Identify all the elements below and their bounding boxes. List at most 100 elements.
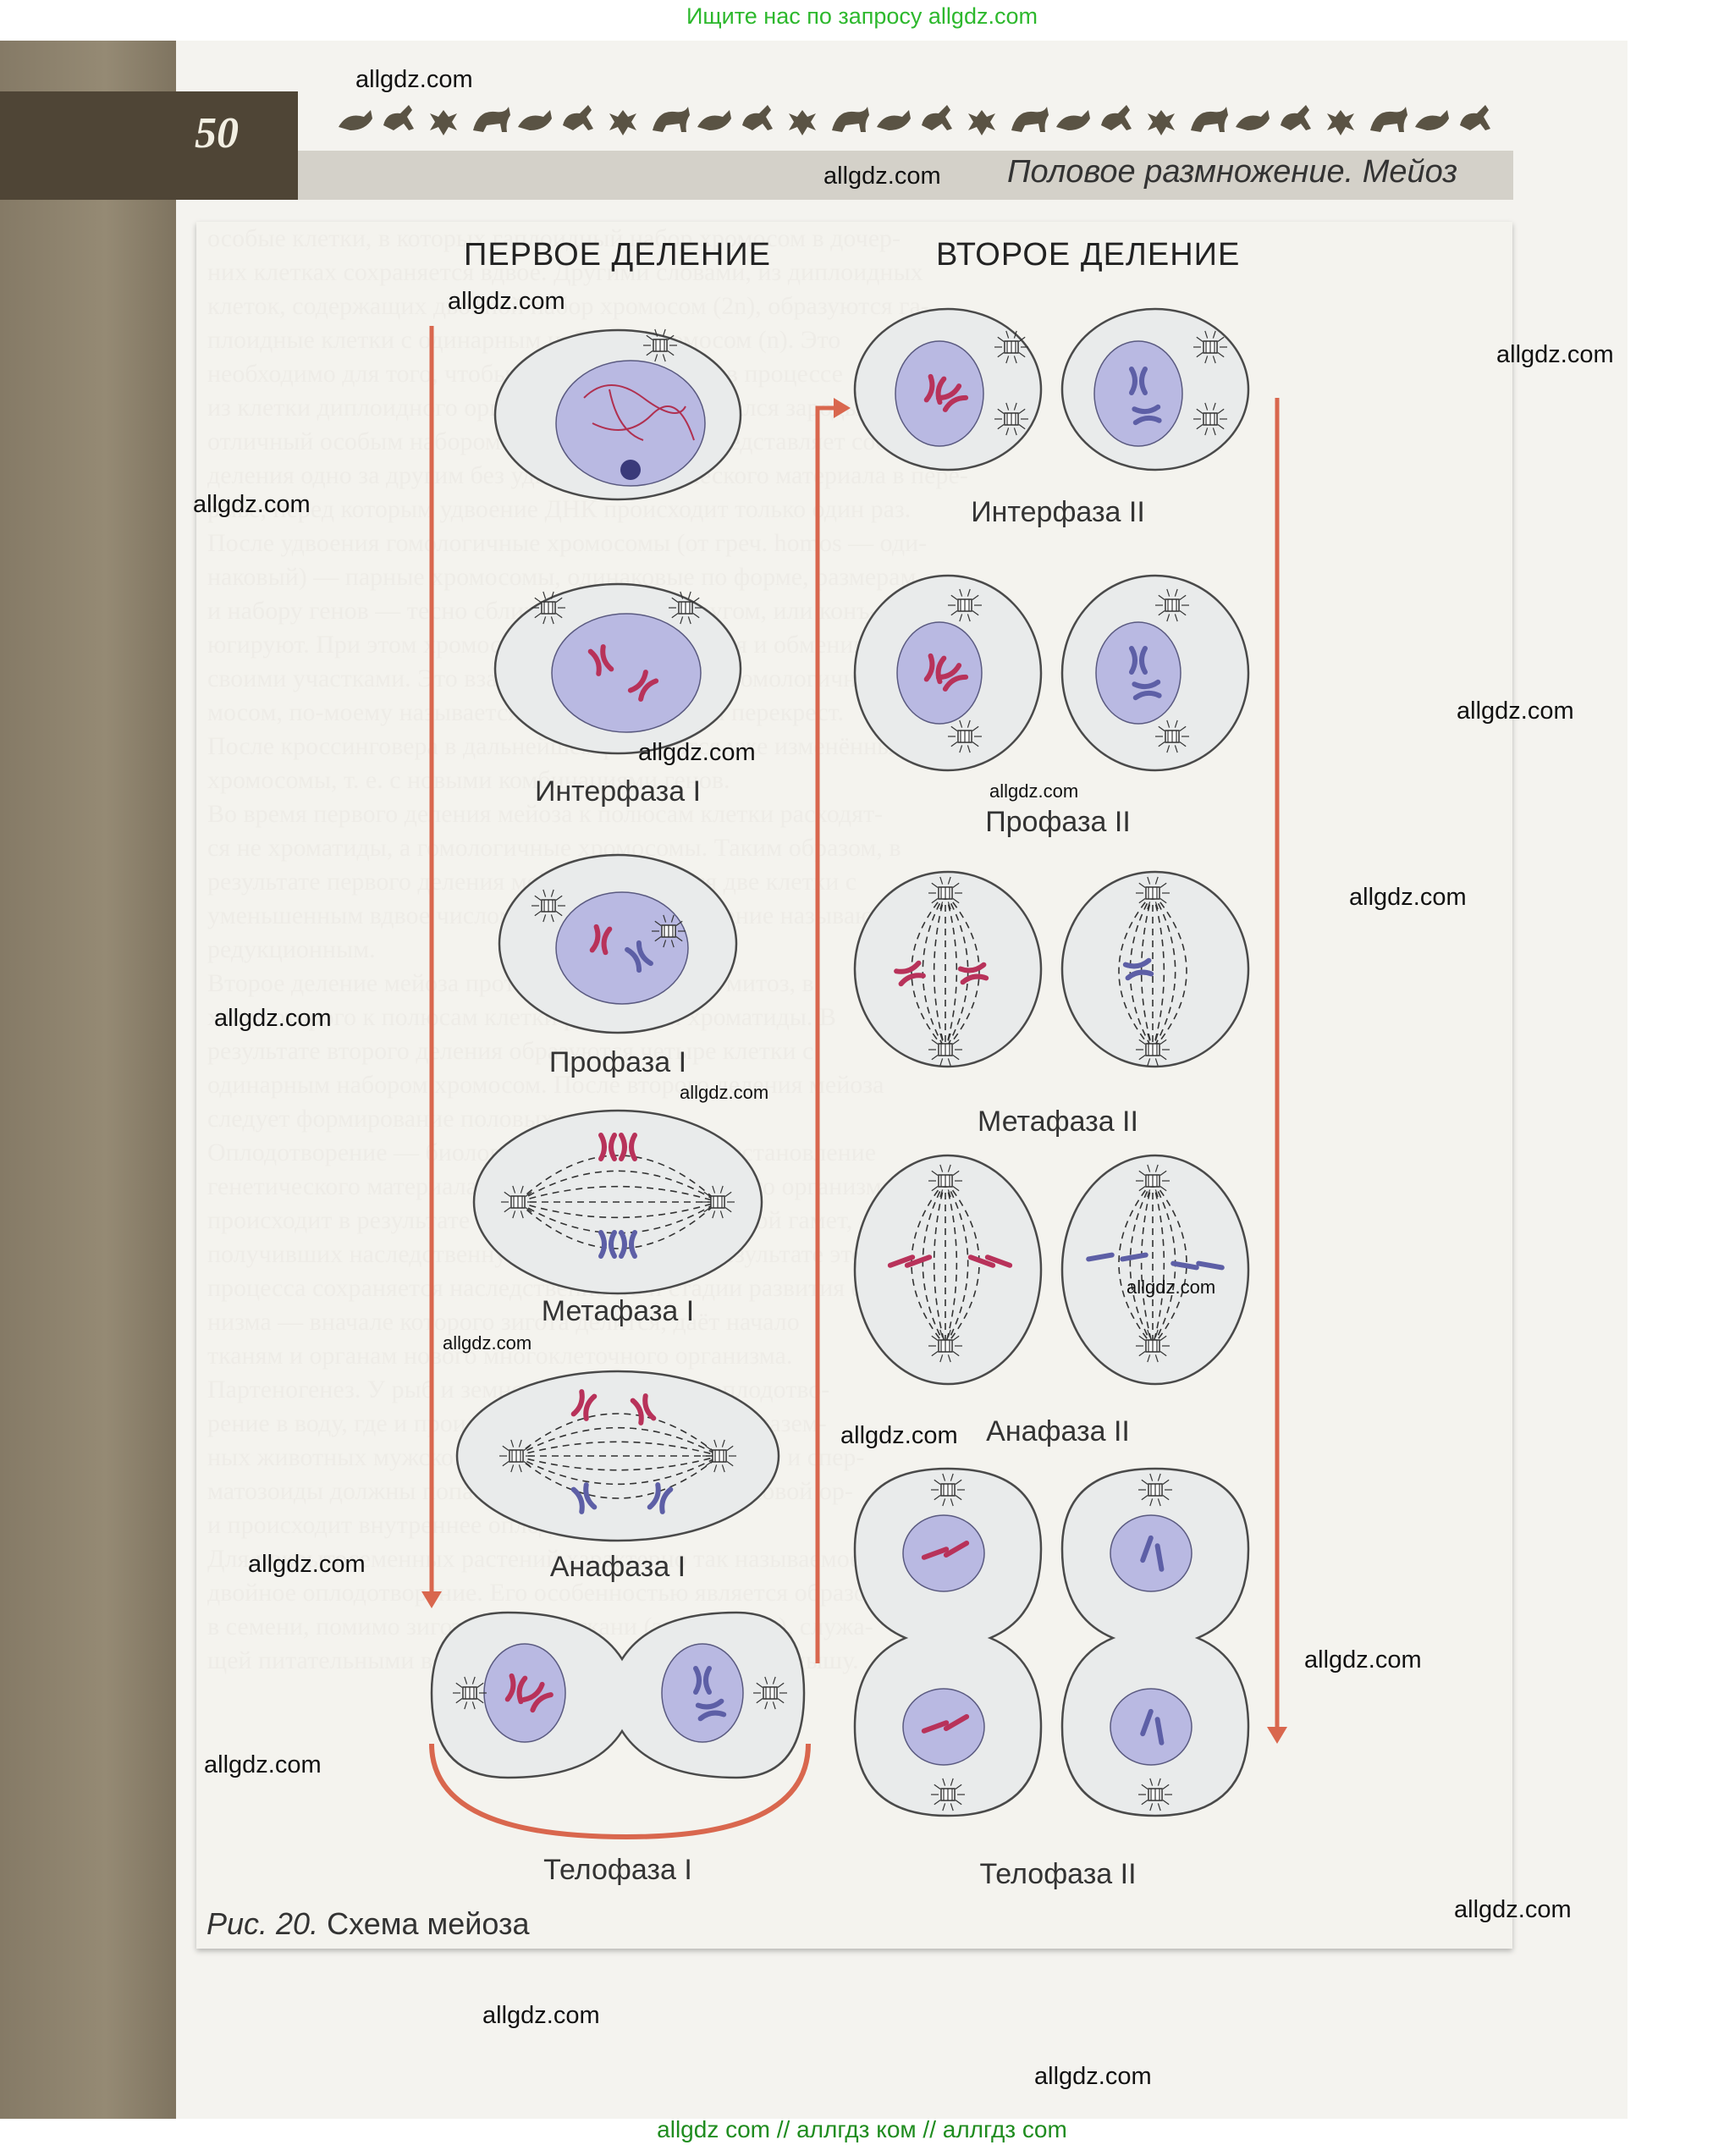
chromatid-stroke bbox=[1170, 1260, 1199, 1271]
aster-ray bbox=[1166, 745, 1170, 753]
aster-ray bbox=[712, 1210, 716, 1219]
chromatid-stroke bbox=[1140, 1535, 1154, 1563]
aster-ray bbox=[1159, 1185, 1167, 1192]
aster-ray bbox=[952, 1335, 960, 1342]
aster-ray bbox=[512, 1210, 516, 1219]
spindle-fiber bbox=[517, 1201, 719, 1249]
aster-ray bbox=[520, 1210, 524, 1219]
chromosome bbox=[619, 1230, 637, 1259]
chromatid-stroke bbox=[887, 1254, 916, 1268]
chromatid bbox=[1139, 646, 1148, 675]
chromatid bbox=[942, 394, 969, 412]
aster-ray bbox=[1005, 356, 1010, 364]
aster-ray bbox=[523, 1460, 531, 1467]
aster-ray bbox=[703, 1191, 711, 1198]
footer-banner: allgdz com // аллгдз ком // аллгдз com bbox=[657, 2116, 1067, 2142]
aster-ray bbox=[1158, 594, 1165, 601]
chromatid bbox=[619, 1133, 627, 1161]
spindle-fiber bbox=[1152, 1180, 1187, 1347]
aster-ray bbox=[1154, 1033, 1159, 1041]
aster-ray bbox=[952, 1185, 960, 1192]
chromosome bbox=[589, 924, 613, 956]
aster-ray bbox=[1147, 902, 1151, 910]
watermark: allgdz.com bbox=[1034, 2063, 1152, 2090]
aster-ray bbox=[476, 1682, 484, 1689]
label-anaphase-1: Анафаза I bbox=[549, 1551, 686, 1583]
watermark: allgdz.com bbox=[448, 288, 565, 315]
aster-ray bbox=[1149, 1778, 1154, 1786]
arrow-head bbox=[1267, 1727, 1287, 1744]
aster-ray bbox=[555, 597, 563, 604]
aster-ray bbox=[1138, 1185, 1146, 1192]
aster-ray bbox=[502, 1445, 509, 1452]
aster-ray bbox=[705, 1445, 713, 1452]
chromosome bbox=[627, 670, 659, 702]
chromatid bbox=[967, 1254, 996, 1268]
aster-ray bbox=[1159, 1335, 1167, 1342]
animal-silhouette bbox=[1056, 110, 1090, 130]
animal-silhouette bbox=[339, 110, 372, 130]
cells-anaphase-2 bbox=[853, 1154, 1250, 1386]
animal-silhouette bbox=[1101, 105, 1132, 130]
aster-ray bbox=[543, 914, 547, 923]
chromatid bbox=[587, 648, 602, 676]
aster-ray bbox=[931, 1054, 939, 1061]
chromatid bbox=[1140, 1708, 1154, 1737]
aster-ray bbox=[939, 1058, 944, 1067]
chromatid bbox=[570, 1486, 585, 1514]
chromosome bbox=[587, 644, 614, 676]
nucleus bbox=[483, 1643, 566, 1743]
aster-ray bbox=[939, 902, 944, 910]
aster-ray bbox=[1212, 330, 1216, 339]
spindle-fiber bbox=[911, 1180, 946, 1347]
chromatid bbox=[1086, 1252, 1115, 1262]
aster-ray bbox=[464, 1701, 468, 1710]
aster-ray bbox=[1138, 1039, 1146, 1045]
aster-ray bbox=[764, 1676, 768, 1685]
chromatid bbox=[598, 1133, 607, 1161]
chromatid bbox=[1132, 690, 1162, 701]
watermark: allgdz.com bbox=[1457, 698, 1574, 725]
cell-anaphase-1 bbox=[455, 1370, 780, 1542]
aster-ray bbox=[947, 902, 951, 910]
aster-ray bbox=[1147, 1189, 1151, 1198]
aster-ray bbox=[955, 1799, 962, 1806]
aster-ray bbox=[1196, 408, 1203, 415]
aster-ray bbox=[663, 914, 667, 923]
aster-ray bbox=[942, 1803, 946, 1811]
chromatid bbox=[935, 663, 962, 681]
page-number: 50 bbox=[195, 109, 239, 157]
aster-ray bbox=[1158, 725, 1165, 732]
chromatid-stroke bbox=[1154, 1717, 1165, 1745]
flow-arrow-to-second-division bbox=[815, 405, 834, 1663]
aster-ray bbox=[1166, 614, 1170, 622]
spindle-fiber bbox=[1118, 1180, 1154, 1347]
aster-ray bbox=[534, 612, 542, 619]
aster-ray bbox=[1149, 1803, 1154, 1811]
chromatid bbox=[647, 1482, 661, 1510]
aster-ray bbox=[555, 910, 563, 917]
aster-ray bbox=[1204, 402, 1209, 411]
aster-ray bbox=[1013, 402, 1017, 411]
animal-silhouette bbox=[1415, 110, 1449, 130]
aster-ray bbox=[687, 591, 691, 599]
aster-ray bbox=[1018, 336, 1026, 343]
chromosome bbox=[619, 1133, 637, 1161]
aster-ray bbox=[1157, 1473, 1161, 1481]
aster-ray bbox=[756, 1697, 763, 1704]
chromatid bbox=[921, 1720, 950, 1734]
animal-silhouette bbox=[832, 107, 869, 132]
aster-ray bbox=[510, 1439, 515, 1447]
aster-ray bbox=[931, 1039, 939, 1045]
watermark: allgdz.com bbox=[204, 1751, 322, 1778]
nucleus bbox=[1093, 340, 1183, 447]
aster-ray bbox=[680, 591, 684, 599]
aster-ray bbox=[997, 408, 1005, 415]
aster-ray bbox=[1217, 336, 1225, 343]
animal-silhouette bbox=[922, 105, 952, 130]
aster-ray bbox=[1196, 423, 1203, 430]
animal-silhouette bbox=[1370, 107, 1407, 132]
aster-ray bbox=[947, 1189, 951, 1198]
aster-ray bbox=[1159, 882, 1167, 889]
aster-ray bbox=[555, 895, 563, 902]
